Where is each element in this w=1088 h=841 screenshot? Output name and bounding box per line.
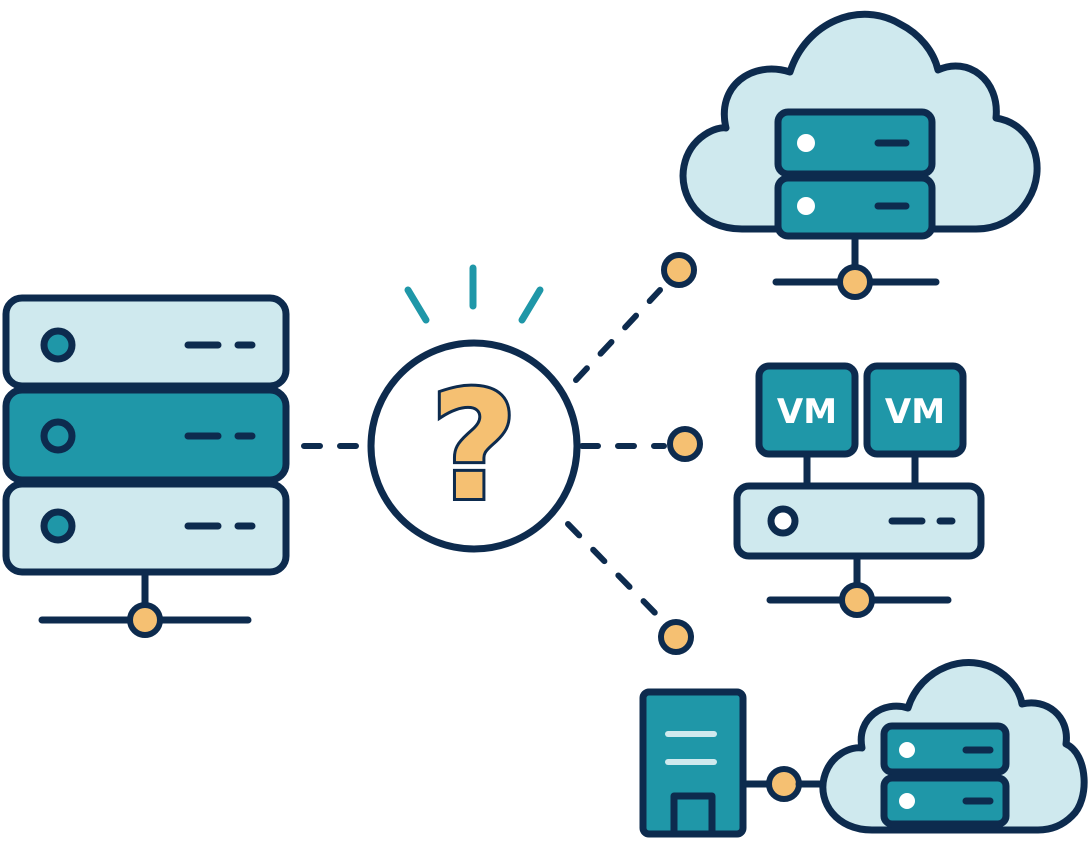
cloud-server-icon	[679, 10, 1041, 300]
vm-label-1: VM	[777, 392, 837, 432]
question-circle-icon: ?	[367, 264, 581, 553]
virtualization-server-icon: VM VM	[733, 362, 985, 618]
node-hybrid	[658, 619, 694, 655]
link-question-to-cloud	[573, 287, 663, 383]
node-cloud	[661, 252, 697, 288]
cloud-server-small-icon	[819, 659, 1088, 834]
node-building-cloud	[766, 766, 802, 802]
question-mark: ?	[430, 360, 517, 534]
node-vm	[667, 426, 703, 462]
building-icon	[639, 688, 747, 838]
link-question-to-hybrid	[565, 521, 663, 621]
vm-label-2: VM	[885, 392, 945, 432]
server-rack-icon	[2, 294, 290, 638]
